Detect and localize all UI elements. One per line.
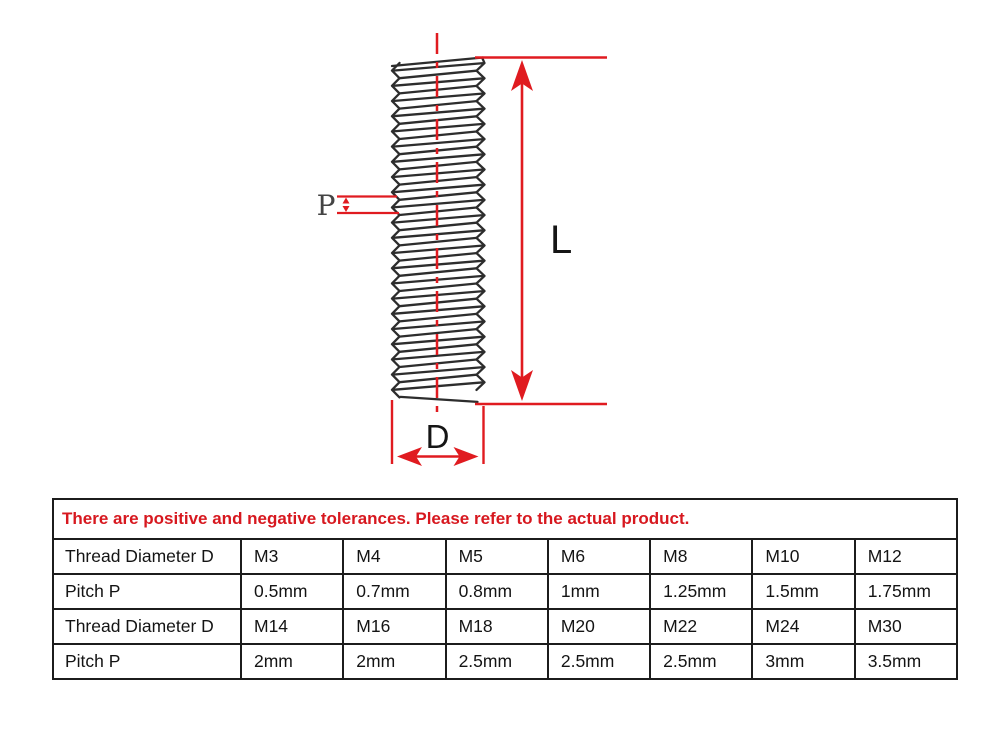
spec-cell: 2mm [342,643,447,680]
length-dimension [475,56,607,406]
spec-cell: M16 [342,608,447,645]
spec-cell: 1.25mm [649,573,754,610]
threaded-rod-diagram: P L D [317,33,607,466]
spec-cell: 2.5mm [546,643,652,680]
spec-cell: M14 [239,608,345,645]
length-arrow-up-icon [511,60,533,91]
spec-cell: M12 [853,538,959,575]
spec-cell: M30 [853,608,959,645]
spec-cell: 3mm [751,643,856,680]
spec-cell: 2.5mm [649,643,754,680]
diameter-label: D [426,418,450,455]
length-arrow-down-icon [511,370,533,401]
spec-cell: 1mm [546,573,652,610]
row-label: Thread Diameter D [52,538,242,575]
tolerance-notice: There are positive and negative toleranc… [52,498,958,540]
row-label: Thread Diameter D [52,608,242,645]
table-row: Pitch P 2mm 2mm 2.5mm 2.5mm 2.5mm 3mm 3.… [52,643,959,680]
diameter-dimension [390,400,485,464]
table-row: Pitch P 0.5mm 0.7mm 0.8mm 1mm 1.25mm 1.5… [52,573,959,610]
spec-cell: 0.5mm [239,573,345,610]
table-row: Thread Diameter D M14 M16 M18 M20 M22 M2… [52,608,959,645]
pitch-arrow-down-icon [342,206,350,212]
diameter-arrow-right-icon [453,447,479,466]
pitch-label: P [317,189,336,222]
spec-cell: 0.8mm [444,573,549,610]
spec-cell: M10 [751,538,856,575]
spec-cell: M6 [546,538,652,575]
pitch-arrow-up-icon [342,197,350,204]
pitch-dimension [337,195,399,215]
spec-cell: M20 [546,608,652,645]
row-label: Pitch P [52,643,242,680]
spec-cell: M22 [649,608,754,645]
spec-cell: M3 [239,538,345,575]
spec-cell: M24 [751,608,856,645]
spec-cell: M5 [444,538,549,575]
table-row: Thread Diameter D M3 M4 M5 M6 M8 M10 M12 [52,538,959,575]
spec-cell: 2mm [239,643,345,680]
table-notice-row: There are positive and negative toleranc… [52,498,958,540]
spec-cell: 2.5mm [444,643,549,680]
spec-cell: M8 [649,538,754,575]
spec-table: There are positive and negative toleranc… [52,498,959,680]
row-label: Pitch P [52,573,242,610]
spec-cell: M18 [444,608,549,645]
spec-cell: M4 [342,538,447,575]
spec-cell: 1.75mm [853,573,959,610]
diameter-arrow-left-icon [397,447,422,466]
spec-cell: 1.5mm [751,573,856,610]
length-label: L [550,218,572,262]
spec-cell: 3.5mm [853,643,959,680]
spec-cell: 0.7mm [342,573,447,610]
